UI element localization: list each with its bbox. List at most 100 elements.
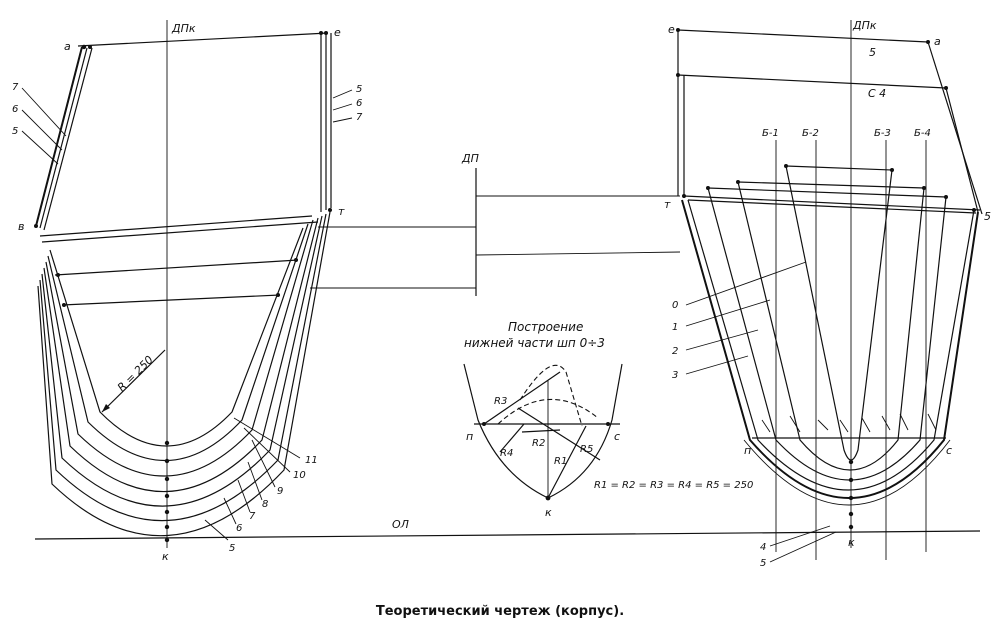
waterline bbox=[54, 259, 299, 276]
left-side-line bbox=[43, 47, 93, 231]
construction-ticks bbox=[761, 413, 937, 433]
left-side-label-5: 5 bbox=[12, 126, 18, 137]
right-deck-line bbox=[677, 29, 929, 43]
figure-caption: Теоретический чертеж (корпус). bbox=[375, 604, 625, 619]
right-waterline bbox=[687, 199, 977, 214]
right-frame-label-2: 2 bbox=[672, 346, 678, 357]
label-r2: R2 bbox=[532, 438, 545, 449]
construction-formula: R1 = R2 = R3 = R4 = R5 = 250 bbox=[594, 480, 753, 491]
keel-point bbox=[848, 524, 854, 530]
leader-line bbox=[251, 439, 276, 488]
keel-point bbox=[164, 440, 170, 446]
frame-label-5: 5 bbox=[229, 543, 235, 554]
label-r4: R4 bbox=[500, 448, 513, 459]
frame-label-11: 11 bbox=[305, 455, 318, 466]
baseline bbox=[34, 530, 981, 540]
right-label-5-side: 5 bbox=[984, 210, 991, 223]
middle-connection: ДП bbox=[310, 152, 681, 296]
frame-label-6: 6 bbox=[236, 523, 242, 534]
leader-line bbox=[204, 519, 229, 541]
frame-label-10: 10 bbox=[293, 470, 306, 481]
left-side-label-6: 6 bbox=[12, 104, 18, 115]
construction-point-k: к bbox=[545, 506, 552, 519]
right-corner-a: а bbox=[934, 35, 941, 48]
left-point bbox=[34, 224, 38, 228]
right-body-view: ДПк е а 5 С 4 5 т bbox=[664, 19, 991, 569]
leader-line bbox=[685, 299, 771, 327]
right-frame-label-3: 3 bbox=[672, 370, 678, 381]
dashed-arc bbox=[497, 398, 599, 425]
left-corner-v: в bbox=[18, 220, 24, 233]
keel-point bbox=[164, 458, 170, 464]
construction-point bbox=[482, 422, 486, 426]
frame-section bbox=[49, 227, 304, 447]
right-side-label-5: 5 bbox=[356, 84, 362, 95]
keel-point bbox=[848, 459, 854, 465]
left-point bbox=[62, 303, 66, 307]
right-centerline-label: ДПк bbox=[852, 19, 877, 32]
right-point bbox=[682, 194, 686, 198]
right-frame-label-0: 0 bbox=[672, 300, 678, 311]
left-keel-label: к bbox=[162, 550, 169, 563]
left-side-label-7: 7 bbox=[12, 82, 19, 93]
right-label-5-top: 5 bbox=[869, 46, 876, 59]
right-bottom-label-5: 5 bbox=[760, 558, 766, 569]
dashed-arc bbox=[519, 364, 583, 427]
leader-line bbox=[21, 87, 67, 137]
right-deck-line bbox=[677, 74, 947, 89]
left-point bbox=[81, 44, 87, 50]
waterline bbox=[61, 294, 281, 306]
leader-line bbox=[769, 531, 837, 563]
right-keel-label: к bbox=[848, 536, 855, 549]
frame-section bbox=[41, 215, 323, 507]
buttock-label-3: Б-3 bbox=[874, 128, 891, 139]
construction-point-n: п bbox=[466, 430, 473, 443]
waterline bbox=[39, 215, 313, 237]
connector-line bbox=[475, 251, 681, 256]
leader-line bbox=[247, 461, 263, 501]
left-side-line bbox=[35, 46, 83, 227]
buttock-label-1: Б-1 bbox=[762, 128, 779, 139]
left-side-line bbox=[39, 47, 88, 229]
construction-title-1: Построение bbox=[508, 320, 583, 334]
frame-0 bbox=[785, 165, 893, 461]
left-corner-m: т bbox=[338, 205, 345, 218]
frame-3 bbox=[687, 199, 975, 491]
keel-point bbox=[164, 537, 170, 543]
frame-label-8: 8 bbox=[262, 499, 268, 510]
radius-r2 bbox=[521, 429, 561, 433]
leader-line bbox=[233, 417, 301, 459]
leader-line bbox=[243, 427, 291, 473]
frame-5 bbox=[743, 439, 951, 506]
right-side-label-7: 7 bbox=[356, 112, 363, 123]
left-corner-a: а bbox=[64, 40, 71, 53]
label-r1: R1 bbox=[554, 456, 567, 467]
leader-line bbox=[237, 479, 251, 513]
left-point bbox=[328, 208, 332, 212]
frame-section bbox=[45, 219, 314, 477]
radius-r4 bbox=[499, 423, 525, 453]
frame-4 bbox=[681, 199, 979, 499]
buttock-label-4: Б-4 bbox=[914, 128, 931, 139]
leader-line bbox=[21, 130, 59, 165]
keel-point bbox=[164, 509, 170, 515]
leader-line bbox=[223, 497, 237, 525]
keel-point bbox=[848, 495, 854, 501]
leader-line bbox=[21, 109, 63, 151]
construction-point bbox=[545, 495, 551, 501]
leader-line bbox=[332, 89, 353, 99]
right-label-m: т bbox=[664, 198, 671, 211]
label-r5: R5 bbox=[580, 444, 593, 455]
radius-arrow bbox=[101, 349, 166, 413]
left-body-view: ДПк а е 7 6 5 5 6 7 в т bbox=[12, 20, 363, 563]
left-deck-line bbox=[77, 32, 329, 47]
label-r3: R3 bbox=[494, 396, 507, 407]
right-waterline bbox=[707, 187, 947, 198]
right-waterline bbox=[683, 195, 981, 211]
right-waterline bbox=[737, 181, 925, 189]
right-slant bbox=[927, 41, 983, 215]
leader-line bbox=[332, 103, 353, 111]
radius-r1 bbox=[547, 425, 587, 499]
frame-section bbox=[43, 217, 319, 493]
